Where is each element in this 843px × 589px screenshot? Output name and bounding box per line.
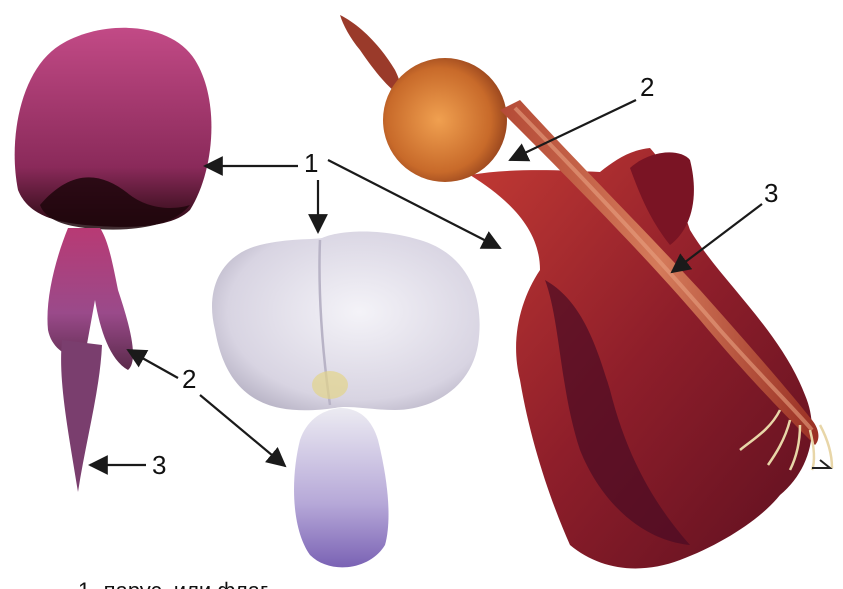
white-flag-yellow-spot: [312, 371, 348, 399]
red-stem: [340, 15, 401, 95]
red-calyx-bud: [383, 58, 507, 182]
label-flag-number: 1: [304, 148, 318, 178]
label-wing-number-left: 2: [182, 364, 196, 394]
white-keel-petal: [294, 408, 389, 567]
arrow-2-to-pink: [128, 350, 178, 378]
white-flower: [212, 232, 480, 568]
label-keel-number-left: 3: [152, 450, 166, 480]
pink-flower: [15, 28, 212, 492]
caption-text: 1- парус, или флаг: [78, 578, 268, 589]
pink-keel-petal: [61, 340, 102, 492]
label-wing-number-right: 2: [640, 72, 654, 102]
label-3-group-left: 3: [90, 450, 166, 480]
label-keel-number-right: 3: [764, 178, 778, 208]
